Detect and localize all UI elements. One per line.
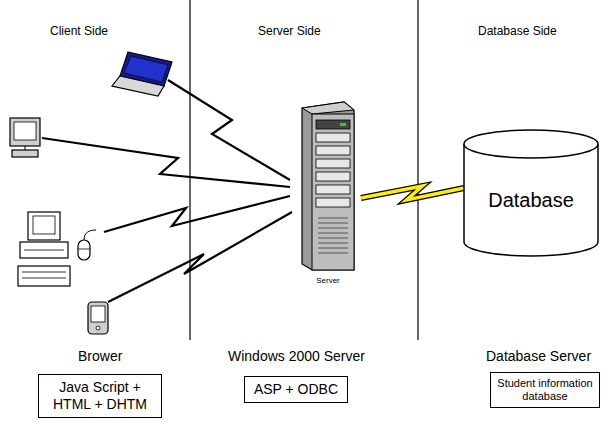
column-divider	[417, 0, 418, 340]
node-text: ASP + ODBC	[254, 381, 338, 398]
tier-label: Windows 2000 Server	[228, 348, 365, 364]
pc-icon	[18, 212, 96, 286]
node-text: Database	[488, 188, 574, 212]
node-text: Student information database	[497, 377, 593, 403]
lightning-connector	[361, 186, 464, 200]
pda-icon	[88, 302, 108, 334]
tier-label: Database Server	[486, 348, 591, 364]
tech-box: ASP + ODBC	[244, 376, 348, 403]
laptop-icon	[112, 52, 172, 96]
monitor-icon	[10, 118, 40, 157]
server-icon: Server	[296, 98, 360, 290]
column-heading: Server Side	[258, 24, 321, 38]
column-heading: Client Side	[50, 24, 108, 38]
node-text: Java Script + HTML + DHTM	[45, 379, 155, 413]
wireless-link	[42, 80, 292, 302]
column-divider	[189, 0, 190, 340]
server-tower	[296, 98, 360, 274]
tech-box: Student information database	[490, 372, 600, 408]
tier-label: Brower	[78, 348, 122, 364]
node-text: Server	[296, 276, 360, 286]
column-heading: Database Side	[478, 24, 557, 38]
tech-box: Java Script + HTML + DHTM	[38, 374, 162, 418]
database-cylinder: Database	[462, 128, 600, 258]
